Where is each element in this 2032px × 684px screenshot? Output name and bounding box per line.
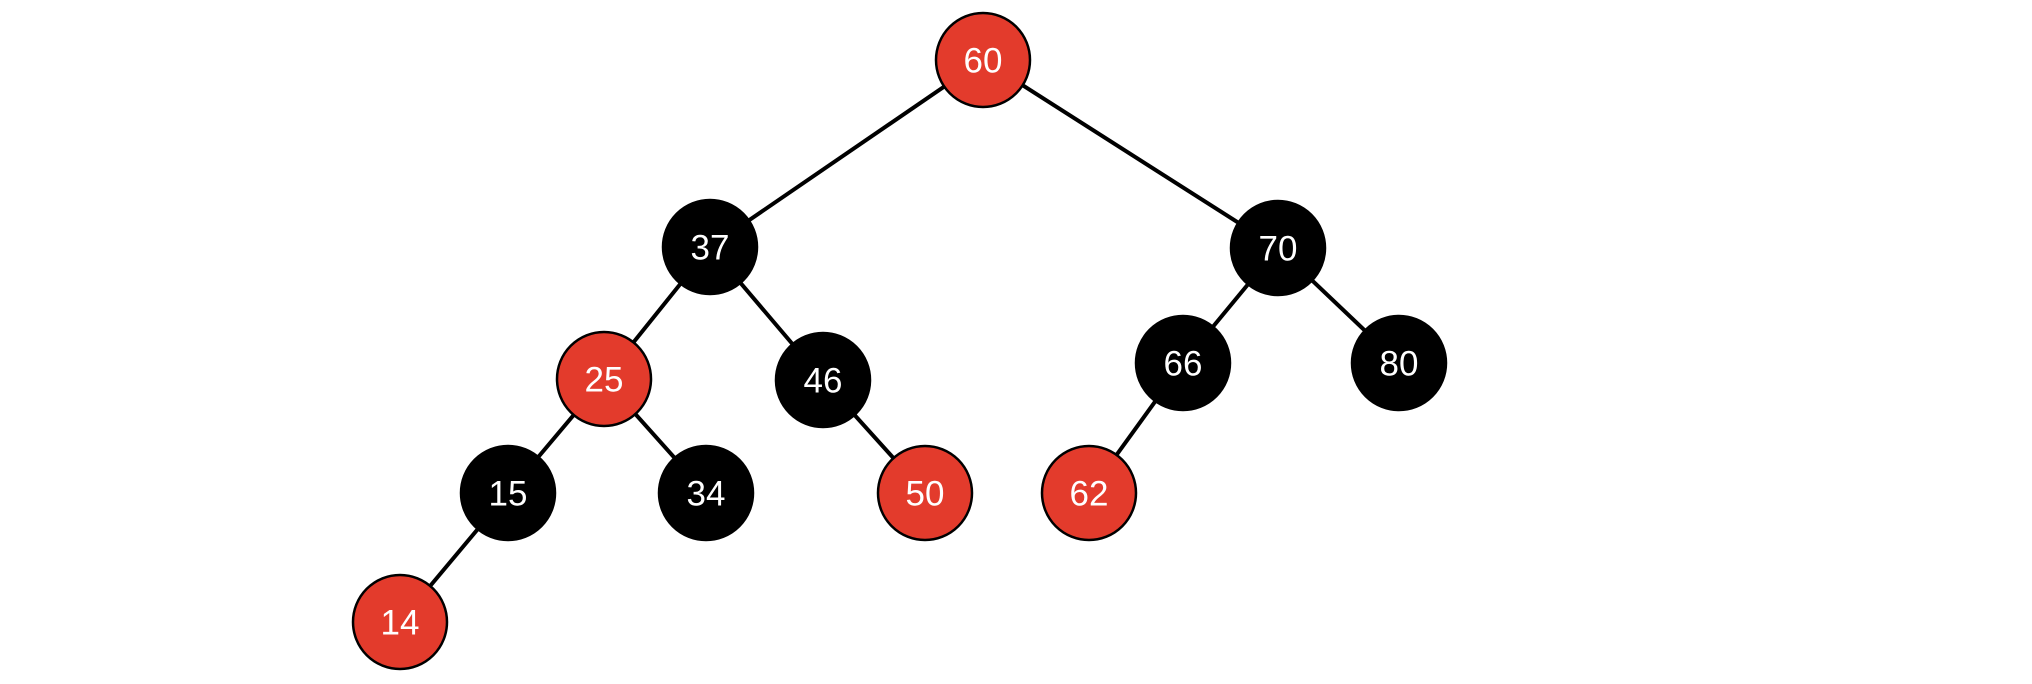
tree-node-62: 62	[1040, 444, 1138, 542]
red-node-circle	[351, 573, 449, 671]
tree-node-label: 34	[687, 474, 726, 513]
tree-node-25: 25	[555, 330, 653, 428]
red-node-circle	[555, 330, 653, 428]
tree-node-label: 50	[906, 474, 945, 513]
tree-node-66: 66	[1134, 314, 1232, 412]
tree-node-label: 66	[1164, 344, 1203, 383]
tree-node-80: 80	[1350, 314, 1448, 412]
tree-node-label: 70	[1259, 229, 1298, 268]
black-node-circle	[661, 198, 759, 296]
red-node-circle	[934, 11, 1032, 109]
tree-node-46: 46	[774, 331, 872, 429]
tree-node-label: 14	[381, 603, 420, 642]
red-node-circle	[1040, 444, 1138, 542]
black-node-circle	[657, 444, 755, 542]
tree-node-label: 37	[691, 228, 730, 267]
tree-node-14: 14	[351, 573, 449, 671]
tree-node-label: 46	[804, 361, 843, 400]
tree-edge-60-37	[708, 58, 985, 249]
tree-node-label: 80	[1380, 344, 1419, 383]
black-node-circle	[1350, 314, 1448, 412]
black-node-circle	[459, 444, 557, 542]
tree-node-label: 60	[964, 41, 1003, 80]
tree-node-60: 60	[934, 11, 1032, 109]
black-node-circle	[1134, 314, 1232, 412]
black-node-circle	[774, 331, 872, 429]
tree-node-label: 15	[489, 474, 528, 513]
tree-node-34: 34	[657, 444, 755, 542]
red-node-circle	[876, 444, 974, 542]
tree-node-37: 37	[661, 198, 759, 296]
black-node-circle	[1229, 199, 1327, 297]
tree-node-70: 70	[1229, 199, 1327, 297]
tree-node-label: 62	[1070, 474, 1109, 513]
tree-edge-60-70	[981, 58, 1280, 250]
tree-node-15: 15	[459, 444, 557, 542]
tree-node-50: 50	[876, 444, 974, 542]
tree-node-label: 25	[585, 360, 624, 399]
